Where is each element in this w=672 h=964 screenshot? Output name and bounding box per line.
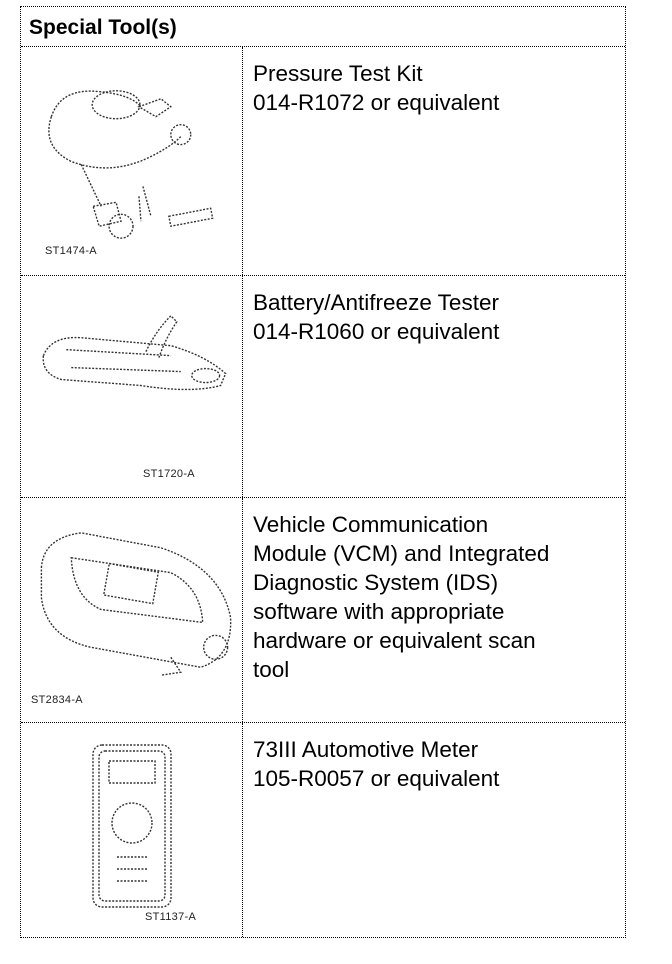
tool-row-pressure-test-kit: ST1474-A Pressure Test Kit 014-R1072 or … [21, 47, 625, 276]
tool-row-automotive-meter: ST1137-A 73III Automotive Meter 105-R005… [21, 723, 625, 937]
tool-part-number: 105-R0057 or equivalent [253, 766, 500, 791]
tool-description: Battery/Antifreeze Tester 014-R1060 or e… [253, 288, 623, 346]
battery-antifreeze-tester-illustration [42, 314, 227, 391]
tool-illustration-cell: ST1137-A [21, 723, 243, 937]
tool-name-line: Vehicle Communication [253, 512, 489, 537]
tool-description: 73III Automotive Meter 105-R0057 or equi… [253, 735, 623, 793]
special-tools-table: Special Tool(s) ST1474-A Pressure Test K… [20, 6, 626, 938]
tool-name: Pressure Test Kit [253, 61, 423, 86]
table-header: Special Tool(s) [21, 7, 625, 47]
tool-name: 73III Automotive Meter [253, 737, 479, 762]
tool-name-line: Diagnostic System (IDS) [253, 570, 499, 595]
tool-image-code: ST2834-A [31, 694, 83, 706]
tool-part-number: 014-R1060 or equivalent [253, 319, 500, 344]
tool-image-code: ST1137-A [145, 911, 197, 923]
tool-row-vcm-ids: ST2834-A Vehicle Communication Module (V… [21, 498, 625, 723]
tool-name-line: tool [253, 657, 290, 682]
tool-illustration-cell: ST1474-A [21, 47, 243, 275]
table-title: Special Tool(s) [29, 16, 177, 39]
tool-description: Vehicle Communication Module (VCM) and I… [253, 510, 623, 684]
vcm-module-illustration [40, 532, 232, 676]
tool-part-number: 014-R1072 or equivalent [253, 90, 500, 115]
tool-name-line: hardware or equivalent scan [253, 628, 536, 653]
tool-description: Pressure Test Kit 014-R1072 or equivalen… [253, 59, 623, 117]
tool-illustration-cell: ST2834-A [21, 498, 243, 722]
tool-name: Battery/Antifreeze Tester [253, 290, 499, 315]
tool-illustration-cell: ST1720-A [21, 276, 243, 497]
tool-image-code: ST1720-A [143, 468, 195, 480]
pressure-test-kit-illustration [48, 90, 214, 239]
automotive-meter-illustration [92, 744, 172, 908]
tool-name-line: Module (VCM) and Integrated [253, 541, 550, 566]
tool-row-battery-antifreeze-tester: ST1720-A Battery/Antifreeze Tester 014-R… [21, 276, 625, 498]
tool-name-line: software with appropriate [253, 599, 505, 624]
tool-image-code: ST1474-A [45, 245, 97, 257]
